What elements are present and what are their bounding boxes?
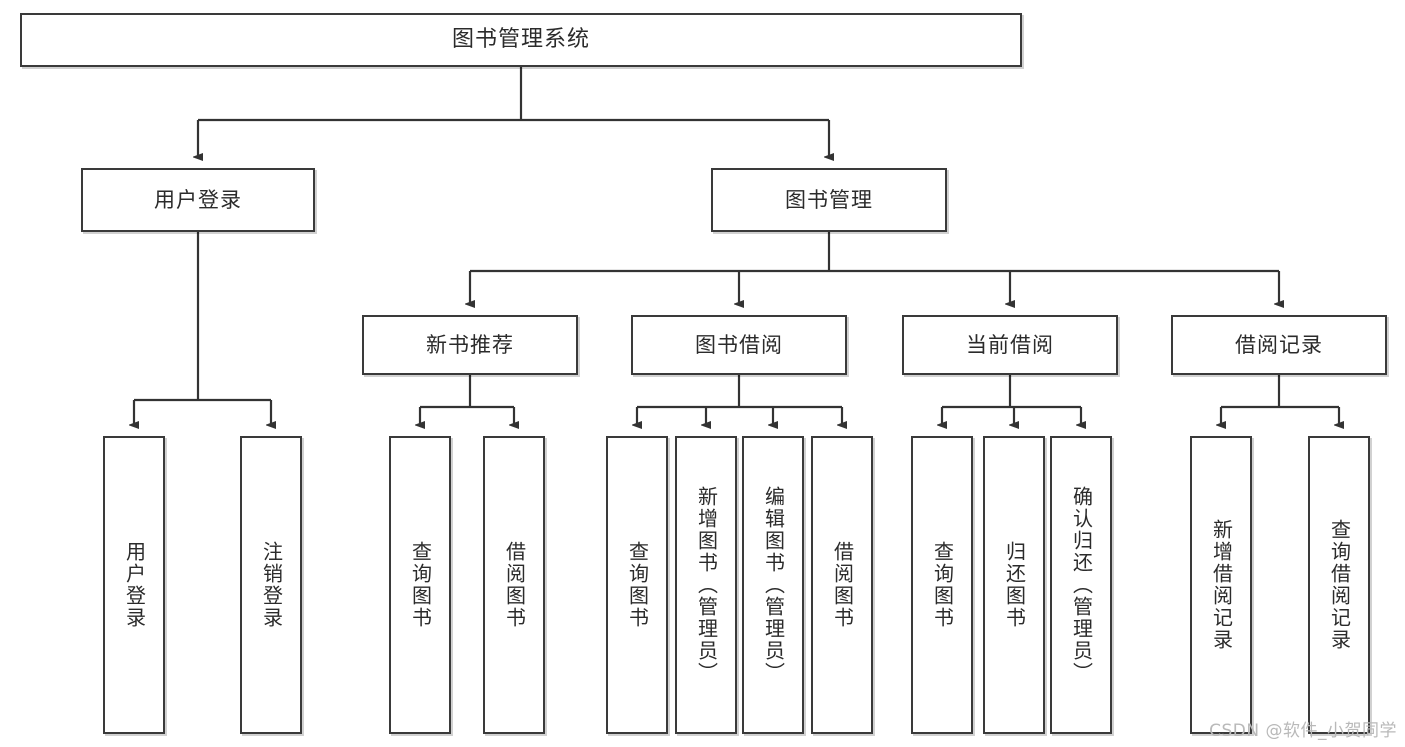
- node-leaf-query-book-1[interactable]: 查询图书: [389, 436, 451, 734]
- node-label: 图书管理系统: [451, 27, 590, 53]
- node-label: 借阅记录: [1235, 332, 1323, 357]
- node-label: 用户登录: [122, 541, 147, 629]
- node-label: 编辑图书（管理员）: [761, 486, 786, 684]
- node-leaf-query-book-3[interactable]: 查询图书: [911, 436, 973, 734]
- node-user-login[interactable]: 用户登录: [81, 168, 315, 232]
- node-label: 归还图书: [1002, 541, 1027, 629]
- node-borrow-record[interactable]: 借阅记录: [1171, 315, 1387, 375]
- node-leaf-add-book[interactable]: 新增图书（管理员）: [675, 436, 737, 734]
- node-label: 查询图书: [930, 541, 955, 629]
- node-leaf-confirm-return[interactable]: 确认归还（管理员）: [1050, 436, 1112, 734]
- node-label: 查询借阅记录: [1327, 519, 1352, 651]
- node-current-borrow[interactable]: 当前借阅: [902, 315, 1118, 375]
- node-root[interactable]: 图书管理系统: [20, 13, 1022, 67]
- node-label: 当前借阅: [966, 332, 1054, 357]
- node-label: 图书借阅: [695, 332, 783, 357]
- node-book-borrow[interactable]: 图书借阅: [631, 315, 847, 375]
- node-label: 确认归还（管理员）: [1069, 486, 1094, 684]
- node-label: 新增借阅记录: [1209, 519, 1234, 651]
- node-leaf-user-logout[interactable]: 注销登录: [240, 436, 302, 734]
- node-leaf-query-book-2[interactable]: 查询图书: [606, 436, 668, 734]
- node-label: 借阅图书: [830, 541, 855, 629]
- node-label: 新增图书（管理员）: [694, 486, 719, 684]
- node-label: 借阅图书: [502, 541, 527, 629]
- node-leaf-add-record[interactable]: 新增借阅记录: [1190, 436, 1252, 734]
- node-label: 查询图书: [625, 541, 650, 629]
- node-book-manage[interactable]: 图书管理: [711, 168, 947, 232]
- node-leaf-edit-book[interactable]: 编辑图书（管理员）: [742, 436, 804, 734]
- node-label: 查询图书: [408, 541, 433, 629]
- node-label: 注销登录: [259, 541, 284, 629]
- node-new-book-recommend[interactable]: 新书推荐: [362, 315, 578, 375]
- node-leaf-user-login[interactable]: 用户登录: [103, 436, 165, 734]
- node-label: 用户登录: [154, 187, 242, 212]
- node-label: 新书推荐: [426, 332, 514, 357]
- node-leaf-borrow-book-2[interactable]: 借阅图书: [811, 436, 873, 734]
- node-leaf-return-book[interactable]: 归还图书: [983, 436, 1045, 734]
- watermark: CSDN @软件_小贺同学: [1209, 721, 1397, 741]
- node-label: 图书管理: [785, 187, 873, 212]
- node-leaf-borrow-book-1[interactable]: 借阅图书: [483, 436, 545, 734]
- node-leaf-query-record[interactable]: 查询借阅记录: [1308, 436, 1370, 734]
